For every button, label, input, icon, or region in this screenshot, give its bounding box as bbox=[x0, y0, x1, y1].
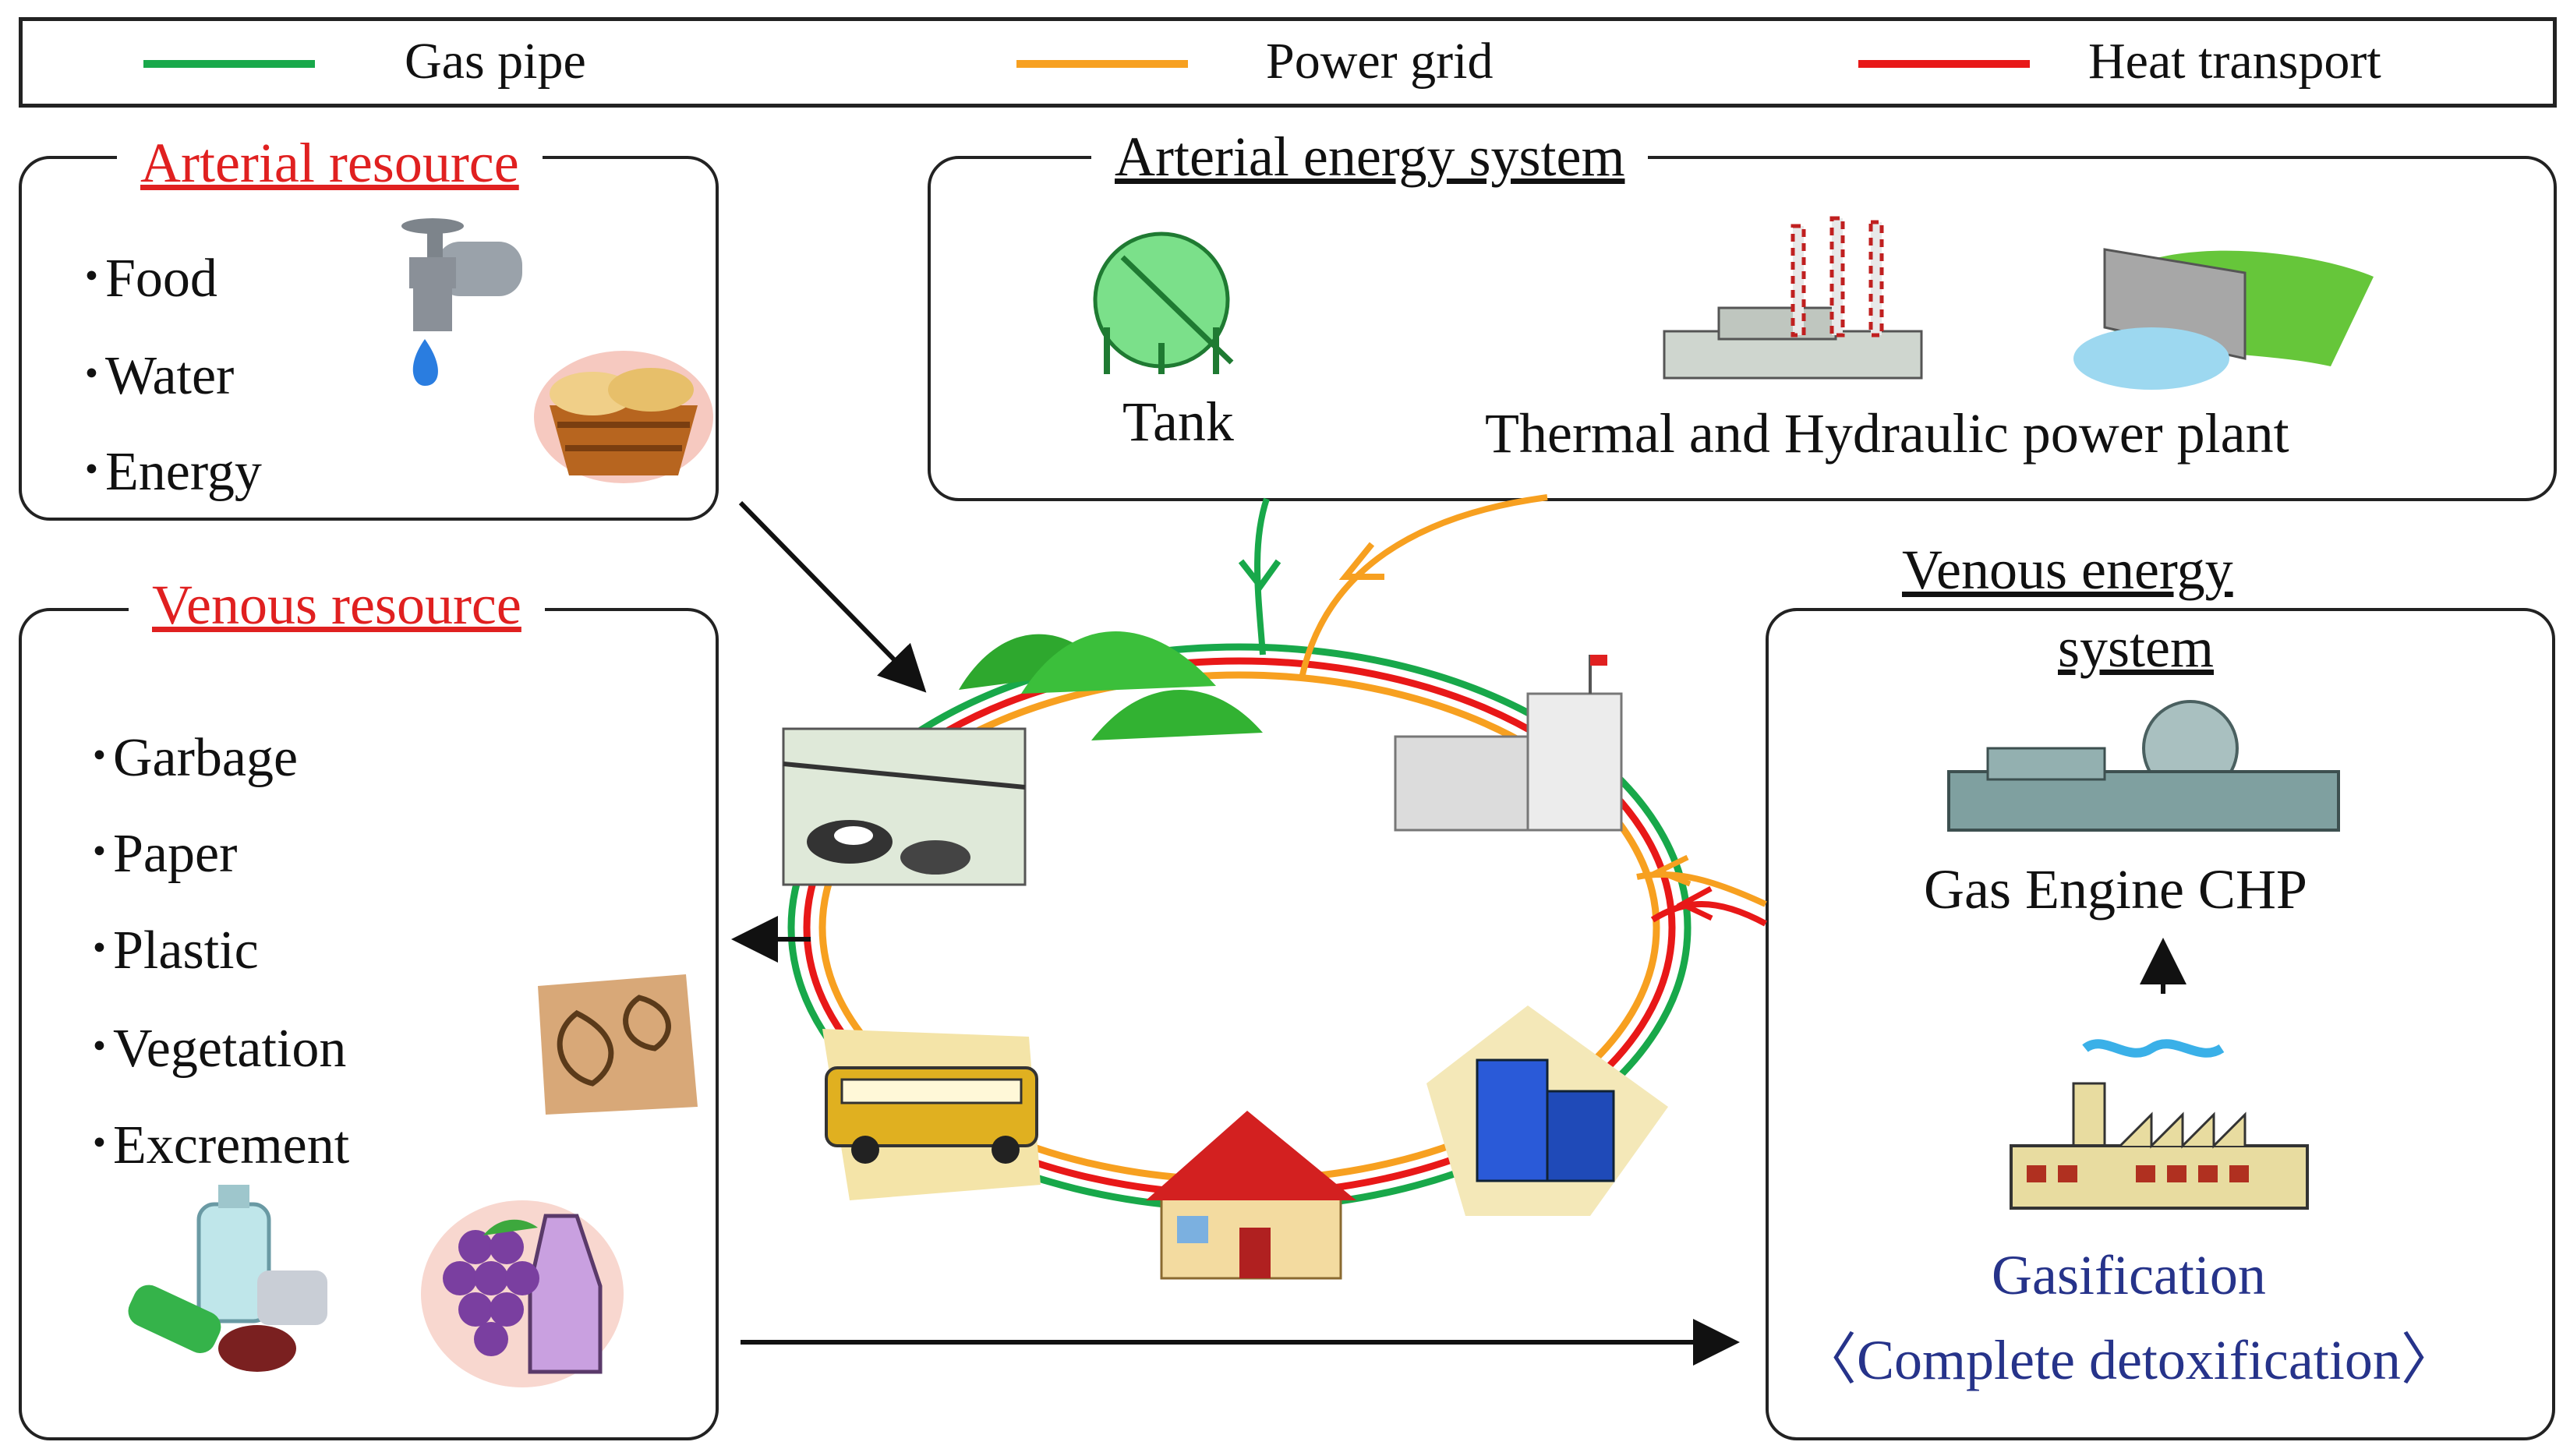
venous-resource-title: Venous resource bbox=[129, 573, 545, 638]
power-station-icon bbox=[1947, 700, 2340, 832]
city-icon bbox=[1426, 1005, 1668, 1216]
legend: Gas pipe Power grid Heat transport bbox=[19, 17, 2557, 108]
arterial-item-water: ･Water bbox=[78, 346, 235, 406]
leaves-icon bbox=[538, 974, 698, 1115]
arterial-item-food: ･Food bbox=[78, 249, 217, 309]
cattle-farm-icon bbox=[782, 727, 1027, 886]
arterial-to-loop-arrow bbox=[738, 500, 927, 693]
gas-pipe-legend-label: Gas pipe bbox=[405, 33, 586, 90]
arterial-resource-title: Arterial resource bbox=[117, 131, 543, 196]
arterial-energy-system-title: Arterial energy system bbox=[1091, 125, 1649, 189]
bread-basket-icon bbox=[534, 351, 713, 483]
forest-icon bbox=[959, 631, 1263, 740]
heat-transport-legend-line bbox=[1858, 60, 2030, 68]
venous-item-excrement: ･Excrement bbox=[86, 1115, 350, 1175]
power-grid-legend-label: Power grid bbox=[1266, 33, 1494, 90]
power-plant-label: Thermal and Hydraulic power plant bbox=[1485, 402, 2289, 465]
dam-icon bbox=[2073, 248, 2374, 390]
power-line-from-plant bbox=[1299, 494, 1548, 679]
recyclables-icon bbox=[128, 1185, 327, 1372]
venous-item-vegetation: ･Vegetation bbox=[86, 1019, 347, 1079]
power-grid-legend-line bbox=[1016, 60, 1188, 68]
house-icon bbox=[1146, 1111, 1356, 1280]
gasification-label: Gasification bbox=[1992, 1244, 2266, 1306]
venous-item-paper: ･Paper bbox=[86, 824, 238, 884]
thermal-plant-icon bbox=[1663, 216, 1923, 380]
heat-transport-legend-label: Heat transport bbox=[2088, 33, 2381, 90]
venous-item-garbage: ･Garbage bbox=[86, 728, 299, 788]
gas-pipe-legend-line bbox=[143, 60, 315, 68]
chp-connection-lines bbox=[1636, 854, 1767, 927]
detoxification-label: 〈Complete detoxification〉 bbox=[1801, 1329, 2457, 1391]
arterial-item-energy: ･Energy bbox=[78, 442, 262, 502]
tank-label: Tank bbox=[1122, 391, 1234, 453]
office-building-icon bbox=[1394, 655, 1623, 832]
faucet-icon bbox=[401, 218, 522, 386]
gas-pipe-from-tank bbox=[1238, 497, 1281, 656]
venous-item-plastic: ･Plastic bbox=[86, 921, 259, 981]
grapes-jug-icon bbox=[421, 1200, 624, 1387]
factory-icon bbox=[2010, 1039, 2309, 1210]
gas-tank-icon bbox=[1093, 231, 1234, 374]
venous-energy-system-title-line2: system bbox=[2042, 616, 2230, 680]
gas-engine-chp-label: Gas Engine CHP bbox=[1924, 858, 2307, 921]
bus-icon bbox=[822, 1029, 1041, 1200]
venous-energy-system-title-line1: Venous energy bbox=[1879, 538, 2257, 603]
